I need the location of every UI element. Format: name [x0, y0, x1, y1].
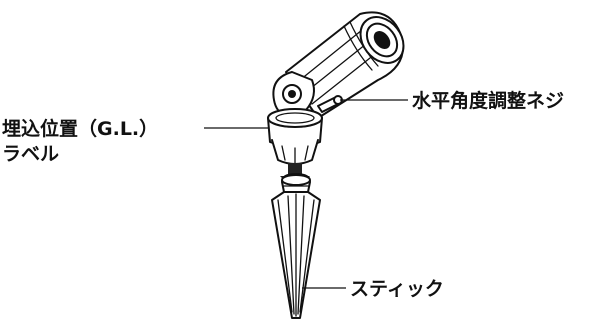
mounting-base [267, 108, 323, 165]
horizontal-angle-screw-label: 水平角度調整ネジ [412, 89, 564, 112]
ground-stick [271, 173, 321, 319]
stick-label: スティック [350, 278, 444, 300]
pivot-joint [272, 71, 315, 117]
lamp-lens [359, 16, 405, 64]
gl-label-line2: ラベル [2, 143, 59, 165]
gl-label-line1: 埋込位置（G.L.） [2, 117, 158, 140]
